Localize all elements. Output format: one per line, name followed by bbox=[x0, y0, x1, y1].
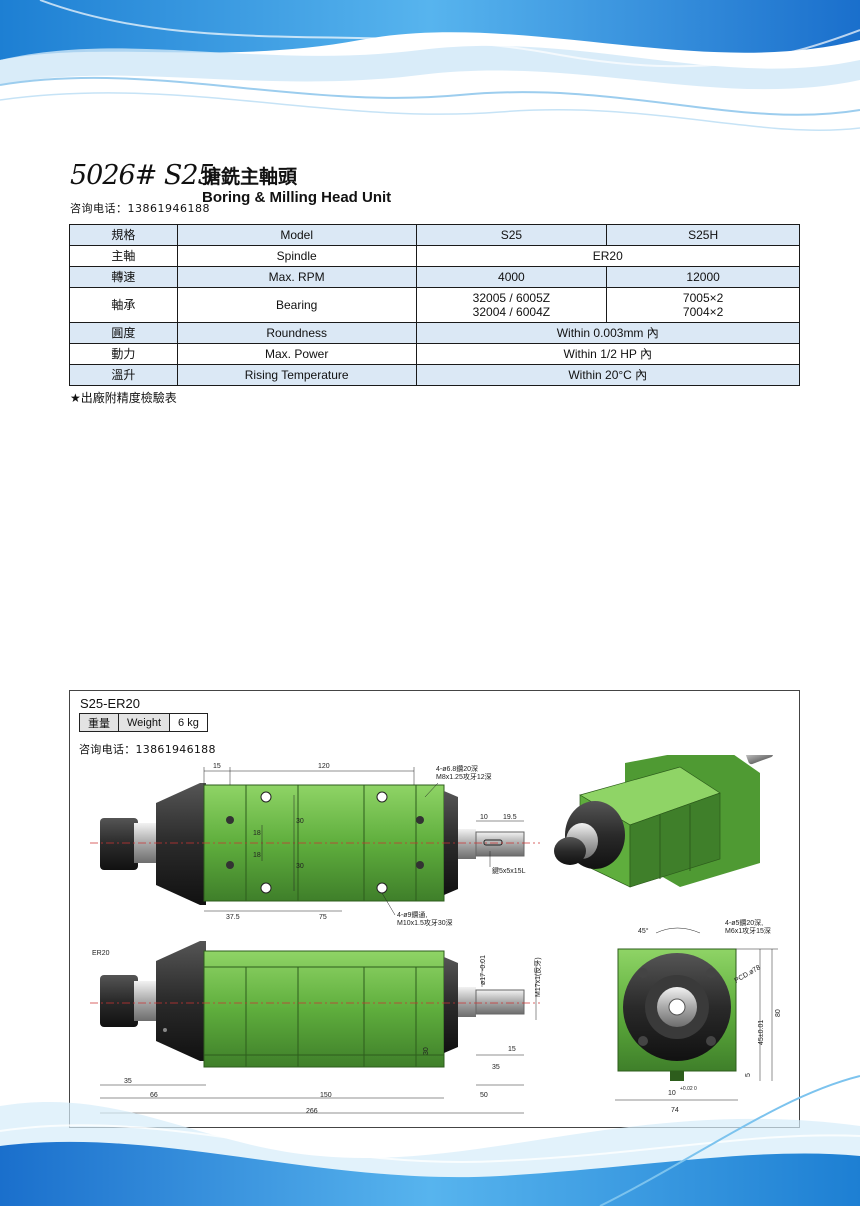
cell-merged: Within 20°C 內 bbox=[415, 364, 801, 386]
table-row: 主軸 Spindle ER20 bbox=[69, 245, 801, 267]
cell-s25: S25 bbox=[415, 224, 608, 246]
contact-phone: 咨询电话：13861946188 bbox=[70, 202, 210, 215]
cell-label-en: Roundness bbox=[176, 322, 417, 344]
drawing-title: S25-ER20 bbox=[80, 696, 140, 711]
cell-s25h: S25H bbox=[606, 224, 800, 246]
cell-s25h: 7005×2 7004×2 bbox=[606, 287, 800, 323]
spec-table: 規格 Model S25 S25H 主軸 Spindle ER20 轉速 Max… bbox=[69, 224, 801, 386]
top-wave-decoration bbox=[0, 0, 860, 150]
table-row: 軸承 Bearing 32005 / 6005Z 32004 / 6004Z 7… bbox=[69, 287, 800, 323]
title-english: Boring & Milling Head Unit bbox=[202, 189, 392, 206]
cell-label-en: Spindle bbox=[176, 245, 417, 267]
dim-80: 80 bbox=[775, 1009, 782, 1017]
dim-74: 74 bbox=[671, 1107, 679, 1114]
cell-label-en: Rising Temperature bbox=[176, 364, 417, 386]
weight-value: 6 kg bbox=[169, 713, 208, 732]
dim-45: 45±0.01 bbox=[758, 1020, 765, 1045]
weight-table: 重量 Weight 6 kg bbox=[79, 713, 208, 732]
note-key: 鍵5x5x15L bbox=[492, 866, 526, 875]
dim-37-5: 37.5 bbox=[226, 914, 240, 921]
dim-30-b: 30 bbox=[296, 863, 304, 870]
dim-5: 5 bbox=[745, 1073, 752, 1077]
dim-66: 66 bbox=[150, 1092, 158, 1099]
dim-18-a: 18 bbox=[253, 830, 261, 837]
table-row: 圓度 Roundness Within 0.003mm 內 bbox=[69, 322, 801, 344]
dim-150: 150 bbox=[320, 1092, 332, 1099]
cell-label-zh: 規格 bbox=[69, 224, 178, 246]
label-er20: ER20 bbox=[92, 950, 110, 957]
side-view: ER20 35 66 150 50 266 15 35 30 M17x1(反牙)… bbox=[90, 941, 542, 1115]
note-hole-side-2: M6x1攻牙15深 bbox=[725, 926, 771, 935]
title-chinese: 搪銑主軸頭 bbox=[202, 166, 298, 188]
cell-label-zh: 圓度 bbox=[69, 322, 178, 344]
cell-label-zh: 動力 bbox=[69, 343, 178, 365]
cell-s25: 32005 / 6005Z 32004 / 6004Z bbox=[415, 287, 608, 323]
drawing-frame bbox=[69, 690, 800, 1128]
dim-angle: 45° bbox=[638, 927, 649, 935]
note-hole-bot-2: M10x1.5攻牙30深 bbox=[397, 918, 453, 927]
dim-50: 50 bbox=[480, 1092, 488, 1099]
cell-label-en: Max. RPM bbox=[176, 266, 417, 288]
bearing-s25-line2: 32004 / 6004Z bbox=[472, 305, 551, 319]
cell-label-zh: 軸承 bbox=[69, 287, 178, 323]
top-view: 15 120 37.5 75 10 19.5 18 18 30 30 4-ø6.… bbox=[90, 763, 540, 927]
bearing-s25h-line1: 7005×2 bbox=[682, 291, 724, 305]
table-row: 規格 Model S25 S25H bbox=[69, 224, 800, 246]
dim-15-b: 15 bbox=[508, 1046, 516, 1053]
technical-drawings: 15 120 37.5 75 10 19.5 18 18 30 30 4-ø6.… bbox=[90, 755, 782, 1115]
dim-120: 120 bbox=[318, 763, 330, 770]
cell-merged: Within 1/2 HP 內 bbox=[415, 343, 801, 365]
dim-30-c: 30 bbox=[423, 1047, 430, 1055]
cell-label-zh: 轉速 bbox=[69, 266, 178, 288]
dim-10: 10 bbox=[480, 814, 488, 821]
isometric-view bbox=[554, 755, 774, 888]
dim-18-b: 18 bbox=[253, 852, 261, 859]
note-hole-bot-1: 4-ø9鑽通, bbox=[397, 910, 427, 919]
note-hole-top-1: 4-ø6.8鑽20深 bbox=[436, 764, 478, 773]
dim-75: 75 bbox=[319, 914, 327, 921]
cell-label-en: Model bbox=[176, 224, 417, 246]
note-hole-side-1: 4-ø5鑽20深, bbox=[725, 918, 763, 927]
bearing-s25h-line2: 7004×2 bbox=[682, 305, 724, 319]
drawing-contact-phone: 咨询电话：13861946188 bbox=[79, 743, 216, 756]
cell-s25h: 12000 bbox=[606, 266, 800, 288]
dim-15: 15 bbox=[213, 763, 221, 770]
table-row: 溫升 Rising Temperature Within 20°C 內 bbox=[69, 364, 801, 386]
dim-19-5: 19.5 bbox=[503, 814, 517, 821]
cell-label-en: Max. Power bbox=[176, 343, 417, 365]
note-hole-top-2: M8x1.25攻牙12深 bbox=[436, 772, 492, 781]
cell-label-en: Bearing bbox=[176, 287, 417, 323]
dim-pcd: PCD.ø78 bbox=[734, 964, 763, 985]
weight-label-zh: 重量 bbox=[79, 713, 119, 732]
cell-label-zh: 溫升 bbox=[69, 364, 178, 386]
weight-label-en: Weight bbox=[117, 713, 171, 732]
cell-label-zh: 主軸 bbox=[69, 245, 178, 267]
dim-d17: ø17 -0.01 bbox=[480, 955, 487, 985]
dim-266: 266 bbox=[306, 1108, 318, 1115]
bearing-s25-line1: 32005 / 6005Z bbox=[472, 291, 551, 305]
dim-30-a: 30 bbox=[296, 818, 304, 825]
inspection-note: ★出廠附精度檢驗表 bbox=[70, 391, 177, 405]
dim-35-a: 35 bbox=[124, 1078, 132, 1085]
dim-35-b: 35 bbox=[492, 1064, 500, 1071]
cell-s25: 4000 bbox=[415, 266, 608, 288]
cell-merged: ER20 bbox=[415, 245, 801, 267]
bottom-wave-decoration bbox=[0, 1075, 860, 1206]
table-row: 動力 Max. Power Within 1/2 HP 內 bbox=[69, 343, 801, 365]
dim-10-b: 10 bbox=[668, 1090, 676, 1097]
dim-m17: M17x1(反牙) bbox=[533, 957, 542, 997]
table-row: 轉速 Max. RPM 4000 12000 bbox=[69, 266, 800, 288]
model-code: 5026# S25 bbox=[70, 160, 215, 191]
cell-merged: Within 0.003mm 內 bbox=[415, 322, 801, 344]
dim-tolerance: +0.02 0 bbox=[680, 1086, 697, 1092]
